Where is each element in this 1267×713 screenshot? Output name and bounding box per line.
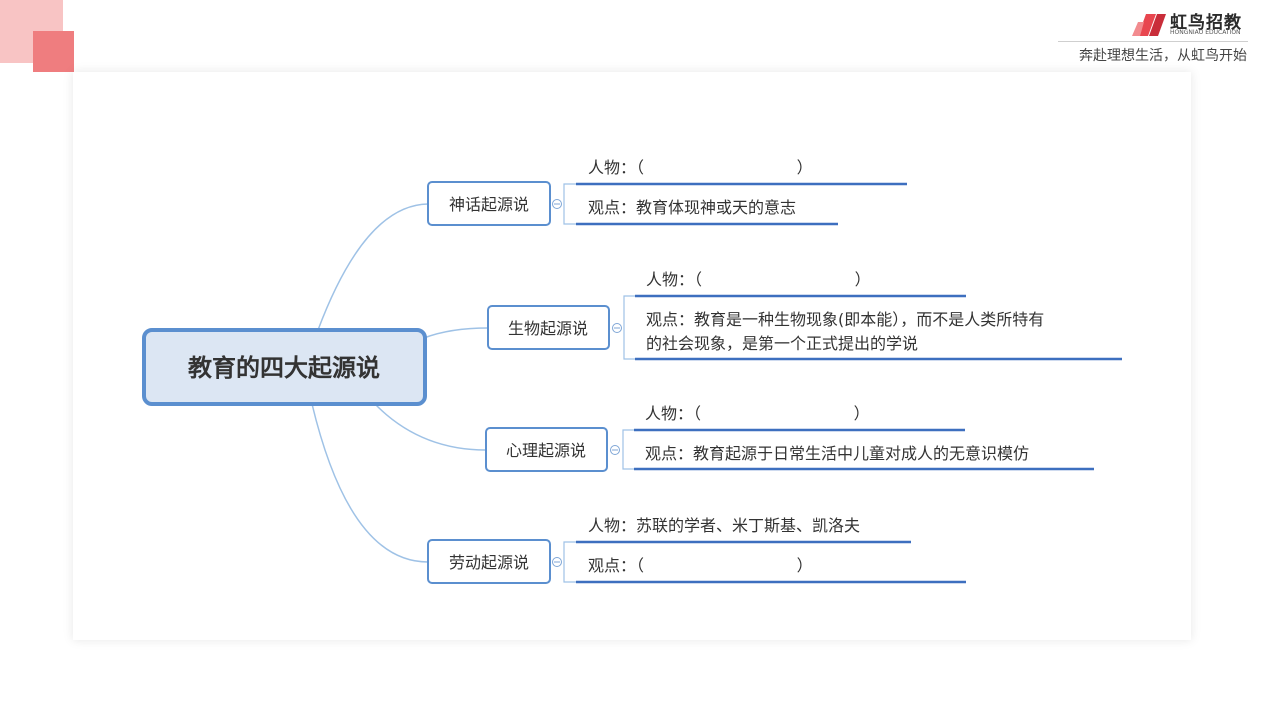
branch-node-labor[interactable]: [427, 539, 551, 584]
leaf-view-labor: 观点：（ ）: [588, 556, 813, 575]
branch-node-psychology[interactable]: [485, 427, 608, 472]
connector-labor: [311, 403, 429, 563]
bracket-biology: [623, 295, 635, 360]
branch-label-labor: 劳动起源说: [449, 553, 529, 572]
leaf-person-labor: 人物：苏联的学者、米丁斯基、凯洛夫: [588, 516, 860, 535]
collapse-circle-icon[interactable]: [610, 445, 620, 455]
brand-logo: 虹鸟招教 HONGNIAO EDUCATION: [1132, 8, 1250, 38]
decor-square-dark: [33, 31, 74, 72]
branch-node-biology[interactable]: [487, 305, 610, 350]
rainbow-bird-icon: [1132, 14, 1166, 36]
branch-label-biology: 生物起源说: [508, 319, 588, 338]
central-topic-node[interactable]: [142, 328, 427, 406]
leaf-person-biology: 人物：（ ）: [646, 270, 871, 289]
leaf-person-psychology: 人物：（ ）: [645, 404, 870, 423]
bracket-myth: [563, 183, 576, 225]
leaf-view-biology-line1: 观点：教育是一种生物现象(即本能），而不是人类所特有: [646, 310, 1044, 329]
brand-slogan: 奔赴理想生活，从虹鸟开始: [1079, 48, 1247, 64]
branch-label-psychology: 心理起源说: [506, 441, 586, 460]
branch-label-myth: 神话起源说: [449, 195, 529, 214]
branch-node-myth[interactable]: [427, 181, 551, 226]
connector-biology: [423, 327, 489, 339]
connector-myth: [317, 203, 429, 331]
bracket-psychology: [622, 429, 634, 470]
collapse-circle-icon[interactable]: [552, 557, 562, 567]
collapse-circle-icon[interactable]: [552, 199, 562, 209]
collapse-circle-icon[interactable]: [612, 323, 622, 333]
central-topic-text: 教育的四大起源说: [188, 354, 380, 382]
leaf-view-biology-line2: 的社会现象，是第一个正式提出的学说: [646, 334, 918, 353]
leaf-view-psychology: 观点：教育起源于日常生活中儿童对成人的无意识模仿: [645, 444, 1029, 463]
brand-name: 虹鸟招教: [1170, 13, 1242, 33]
leaf-person-myth: 人物：（ ）: [588, 158, 813, 177]
header-divider: [1058, 41, 1248, 42]
brand-subname: HONGNIAO EDUCATION: [1170, 29, 1241, 36]
connector-psychology: [374, 403, 487, 451]
leaf-view-myth: 观点：教育体现神或天的意志: [588, 198, 796, 217]
bracket-labor: [563, 541, 576, 583]
